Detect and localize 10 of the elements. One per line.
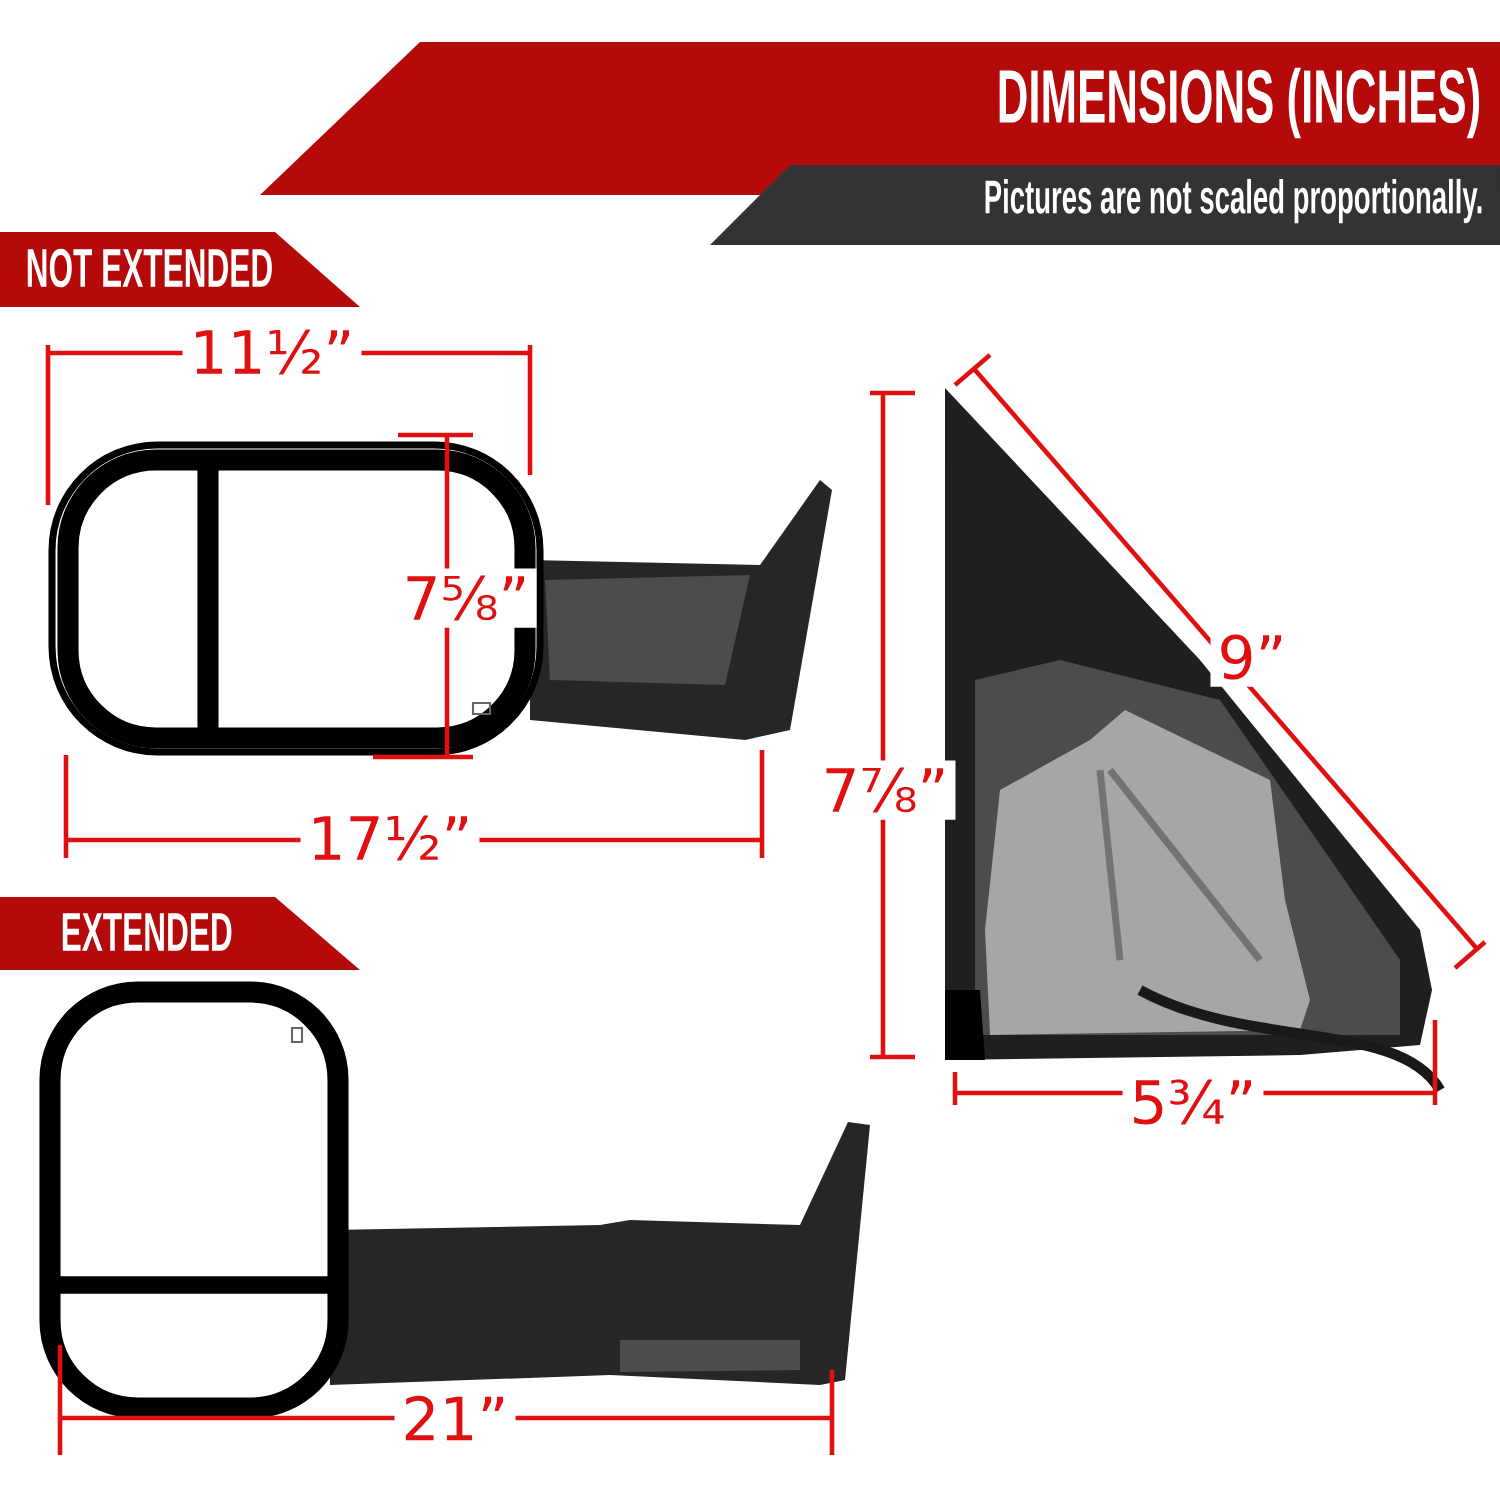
section-banner: EXTENDED [0, 897, 360, 970]
dimension-label: 17½” [300, 808, 480, 868]
dimension-label: 7⅞” [814, 760, 956, 820]
dimension-label: 9” [1210, 627, 1294, 687]
dimension-label: 21” [394, 1388, 516, 1448]
section-banner: NOT EXTENDED [0, 232, 360, 307]
dimension-label: 5¾” [1122, 1072, 1264, 1132]
dimension-label: 11½” [182, 322, 362, 382]
dimension-label: 7⅝” [395, 568, 537, 628]
subtitle-banner: Pictures are not scaled proportionally. [710, 165, 1500, 245]
